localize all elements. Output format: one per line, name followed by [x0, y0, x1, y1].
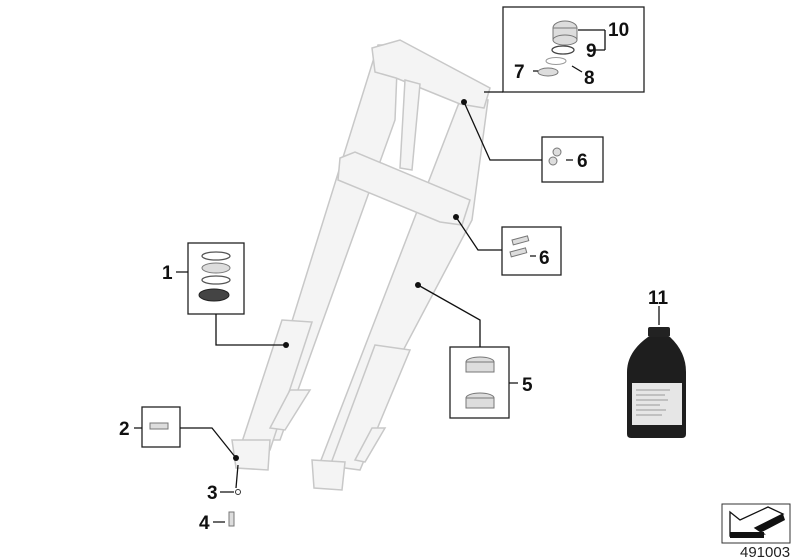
- fork-oil-bottle: [627, 306, 686, 438]
- callout-group-6-upper: [461, 99, 604, 183]
- diagram-reference-number: 491003: [740, 544, 790, 560]
- front-fork-illustration: [231, 39, 491, 491]
- callout-8[interactable]: 8: [584, 68, 595, 89]
- callout-2[interactable]: 2: [119, 419, 130, 440]
- callout-7[interactable]: 7: [514, 62, 525, 83]
- callout-group-1: [176, 242, 289, 348]
- callout-1[interactable]: 1: [162, 263, 173, 284]
- callout-9[interactable]: 9: [586, 41, 597, 62]
- callout-11[interactable]: 11: [648, 288, 669, 309]
- callout-group-6-lower: [453, 214, 562, 276]
- callout-group-2: [134, 406, 239, 461]
- diagram-arrow-icon: [721, 503, 791, 544]
- callout-group-5: [415, 282, 518, 419]
- callout-4[interactable]: 4: [199, 513, 210, 534]
- callout-6-lower[interactable]: 6: [539, 248, 550, 269]
- callout-6-upper[interactable]: 6: [577, 151, 588, 172]
- callout-10[interactable]: 10: [608, 20, 629, 41]
- callout-5[interactable]: 5: [522, 375, 533, 396]
- callout-3[interactable]: 3: [207, 483, 218, 504]
- callout-group-3-4: [213, 464, 241, 527]
- callout-group-7-10: [484, 6, 645, 93]
